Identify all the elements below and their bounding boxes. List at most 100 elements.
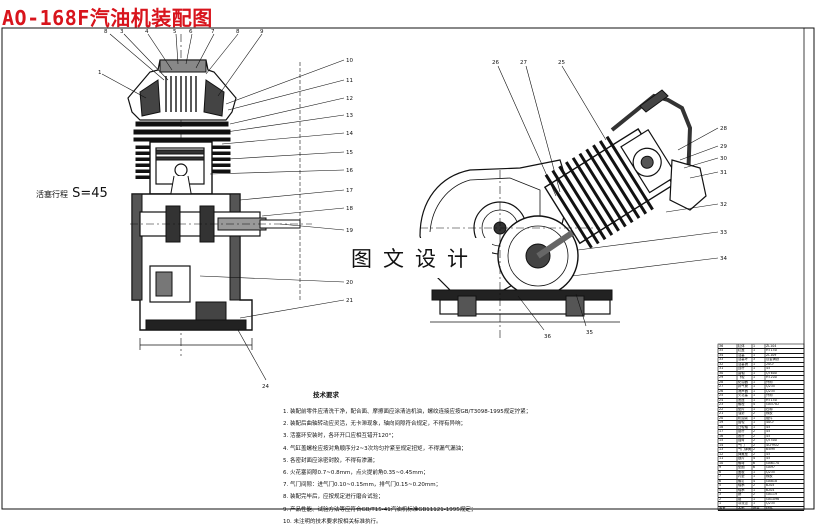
bom-cell: 化油器 [738, 379, 748, 384]
bom-cell: 推杆 [738, 433, 745, 438]
bom-cell: 组件 [766, 415, 773, 420]
bom-cell: 20Cr [766, 361, 774, 366]
bom-cell: 底座 [738, 397, 745, 402]
bom-cell: 外购 [766, 379, 773, 384]
bom-cell: 石棉 [766, 406, 773, 411]
bom-cell: 36 [719, 344, 724, 348]
bom-cell: 45 [766, 429, 771, 434]
bom-cell: 6 [719, 478, 722, 483]
technical-notes-heading: 技术要求 [313, 391, 339, 399]
bom-cell: 活塞环 [738, 357, 748, 362]
bom-cell: 活塞销 [738, 361, 748, 366]
bom-cell: 2 [753, 447, 756, 452]
note-item: 7. 气门间隙：进气门0.10~0.15mm，排气门0.15~0.20mm； [283, 482, 442, 489]
bom-cell: 40Cr [766, 420, 774, 425]
svg-text:30: 30 [720, 156, 727, 162]
note-item: 6. 火花塞间隙0.7~0.8mm，点火提前角0.35~0.45mm； [283, 469, 429, 476]
bom-cell: 10 [719, 460, 724, 465]
bom-cell: 排气管 [738, 384, 748, 389]
bom-cell: 垫片 [738, 406, 745, 411]
svg-text:26: 26 [492, 60, 499, 66]
svg-text:33: 33 [720, 230, 727, 236]
bom-cell: 气门 [738, 442, 745, 447]
bom-cell: 连杆 [738, 366, 745, 371]
svg-text:1: 1 [98, 70, 102, 76]
note-item: 2. 装配后曲轴转动应灵活，无卡滞现象，轴向间隙符合规定，不得有异响； [283, 421, 466, 428]
bom-cell: 8 [719, 469, 722, 474]
bom-cell: 19 [719, 420, 724, 425]
svg-text:21: 21 [346, 298, 353, 304]
bom-cell: 1 [753, 487, 756, 492]
bom-cell: 2 [753, 492, 756, 497]
bom-cell: 1 [753, 344, 756, 348]
bom-cell: 飞轮 [738, 375, 745, 380]
svg-text:14: 14 [346, 131, 353, 137]
svg-text:3: 3 [120, 29, 124, 35]
bom-cell: 外购 [766, 393, 773, 398]
bom-cell: 锁片 [738, 456, 745, 461]
bom-cell: 11 [719, 456, 724, 461]
bom-cell: Q235 [766, 388, 775, 393]
bom-cell: 活塞 [738, 352, 745, 357]
bom-cell: 1 [753, 361, 756, 366]
bom-cell: 28 [719, 379, 724, 384]
bom-cell: 21 [719, 411, 724, 416]
bom-cell: 2 [753, 429, 756, 434]
bom-cell: 1 [719, 501, 722, 506]
bom-cell: 6 [753, 460, 756, 465]
bom-cell: 火花塞 [738, 393, 748, 398]
bom-cell: HT200 [766, 375, 777, 380]
bom-cell: 45 [766, 456, 771, 461]
bom-cell: 35 [719, 348, 724, 353]
bom-cell: 3 [753, 357, 756, 362]
bom-cell: 7 [719, 474, 722, 479]
bom-cell: 弹簧座 [738, 451, 748, 456]
bom-cell: 销 [738, 492, 742, 497]
bom-cell: 6 [753, 465, 756, 470]
bom-cell: 33 [719, 357, 724, 362]
svg-text:16: 16 [346, 168, 353, 174]
bom-cell: 17 [719, 429, 724, 434]
bom-cell: 1 [753, 366, 756, 371]
bom-cell: 1 [753, 370, 756, 375]
svg-text:13: 13 [346, 113, 353, 119]
bom-cell: 1 [753, 375, 756, 380]
bom-cell: GB97 [766, 465, 776, 470]
drawing-title: AO-168F汽油机装配图 [2, 6, 213, 30]
svg-text:20: 20 [346, 280, 353, 286]
svg-text:18: 18 [346, 206, 353, 212]
bom-cell: 挺杆 [738, 429, 745, 434]
note-item: 4. 气缸盖螺栓应按对角顺序分2~3次均匀拧紧至规定扭矩，不得漏气漏油； [283, 445, 467, 452]
bom-cell: Q235 [766, 469, 775, 474]
svg-text:8: 8 [104, 29, 108, 35]
svg-text:10: 10 [346, 58, 353, 64]
bom-cell: 1 [753, 393, 756, 398]
bom-cell: 27 [719, 384, 724, 389]
bom-cell: GB6170 [766, 460, 780, 465]
note-item: 8. 装配完毕后，应按规定进行磨合试验； [283, 494, 384, 501]
svg-text:31: 31 [720, 170, 727, 176]
bom-cell: 22 [719, 406, 724, 411]
note-item: 10. 未注明的技术要求按相关标准执行。 [283, 518, 382, 525]
bom-cell: 31 [719, 366, 724, 371]
bom-cell: 4Cr9Si2 [766, 442, 779, 447]
svg-text:24: 24 [262, 384, 269, 390]
bom-row: 17 挺杆 2 45 [718, 429, 804, 435]
left-section-view [127, 34, 312, 356]
bom-cell: 4 [719, 487, 722, 492]
bom-cell: 1 [753, 424, 756, 429]
bom-cell: 齿轮 [738, 420, 745, 425]
